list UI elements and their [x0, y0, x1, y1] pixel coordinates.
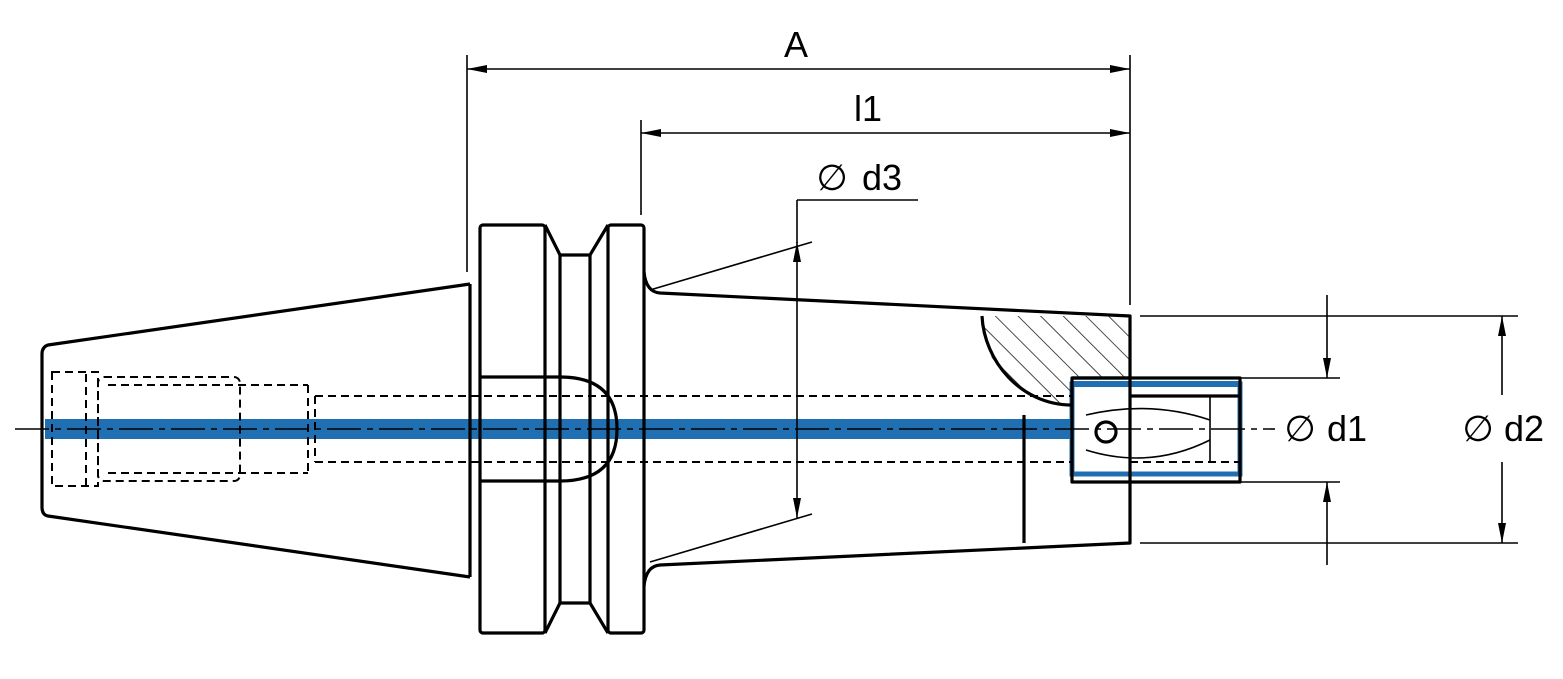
thread-bore-hidden [51, 371, 99, 487]
d3-label: d3 [862, 157, 902, 198]
dimension-d2: ∅ d2 [1140, 315, 1544, 544]
screw-icon [1094, 420, 1118, 444]
dimension-l1: l1 [640, 88, 1130, 215]
dimension-d3: ∅ d3 [649, 157, 918, 563]
flute-line [1085, 407, 1211, 459]
d3-projection-top [649, 241, 813, 291]
taper-shank [40, 282, 1072, 579]
d2-label: d2 [1504, 408, 1544, 449]
v-groove [543, 224, 610, 634]
dimension-d1: ∅ d1 [1240, 295, 1367, 565]
d1-diameter-symbol: ∅ [1284, 408, 1315, 449]
d3-projection-bottom [649, 513, 813, 563]
taper-outline [40, 282, 471, 579]
flange [478, 223, 646, 635]
a-label: A [784, 24, 808, 65]
d1-label: d1 [1327, 408, 1367, 449]
d2-diameter-symbol: ∅ [1462, 408, 1493, 449]
l1-label: l1 [854, 88, 882, 129]
dimension-a: A [466, 24, 1131, 305]
cutter-insert [1070, 376, 1242, 484]
d3-diameter-symbol: ∅ [816, 157, 847, 198]
